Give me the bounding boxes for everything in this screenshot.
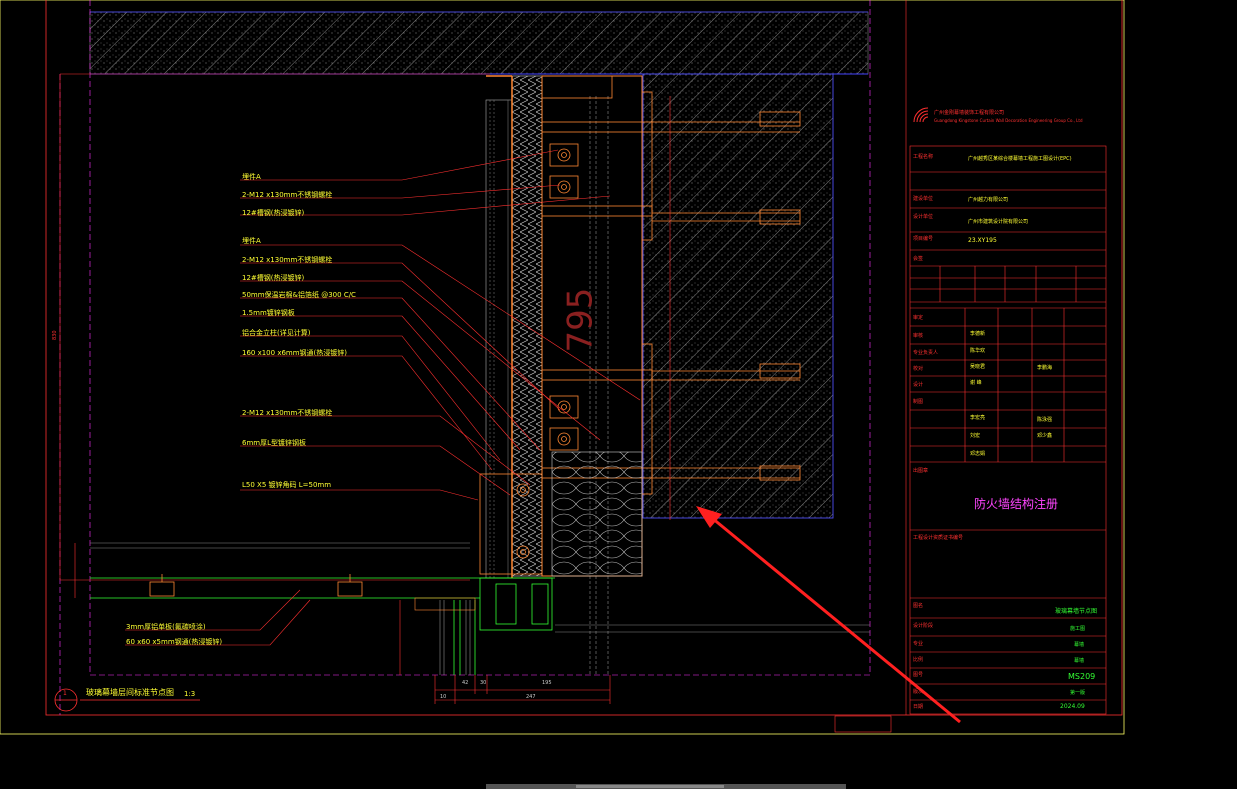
callout-label: 60 x60 x5mm钢通(热浸镀锌) — [126, 638, 223, 646]
version: 第一版 — [1070, 690, 1086, 696]
dim-42: 42 — [462, 680, 469, 686]
dim-195: 195 — [542, 680, 552, 686]
callout-label: 埋件A — [242, 173, 261, 181]
approval-label: 会签 — [913, 256, 924, 262]
scale-label: 比例 — [913, 657, 924, 663]
client-label: 建设单位 — [913, 196, 934, 202]
callout-label: 50mm保温岩棉&铝箔纸 @300 C/C — [242, 291, 356, 299]
project-no: 23.XY195 — [968, 237, 997, 244]
cert-label: 工程设计资质证书编号 — [913, 535, 964, 541]
sheet-border — [0, 0, 1125, 735]
designer-label: 设计单位 — [913, 214, 934, 220]
signer-name: 吴晓君 — [970, 364, 986, 370]
sign-row-label: 制图 — [913, 399, 924, 405]
upper-brackets — [541, 91, 801, 241]
top-slab — [89, 11, 869, 75]
drawing-name: 玻璃幕墙节点图 — [1055, 608, 1098, 615]
callout-label: 6mm厚L型镀锌钢板 — [242, 439, 306, 447]
discipline-label: 专业 — [913, 641, 924, 647]
side-dimensions — [74, 96, 671, 675]
sign-row-label: 设计 — [913, 382, 924, 388]
callout-label: 2-M12 x130mm不锈钢螺栓 — [242, 409, 333, 417]
project-no-label: 项目编号 — [913, 236, 934, 242]
dimension-795: 795 — [560, 287, 601, 353]
client: 广州越力有限公司 — [968, 197, 1009, 203]
rockwool — [551, 451, 643, 577]
stamp-text: 防火墙结构注册 — [974, 497, 1059, 511]
scale: 幕墙 — [1074, 658, 1085, 664]
sign-row-label: 专业负责人 — [913, 350, 939, 356]
callout-label: 3mm厚铝单板(氟碳喷涂) — [126, 623, 206, 631]
glass-bottom — [439, 600, 471, 675]
designer: 广州市建筑设计院有限公司 — [968, 219, 1029, 225]
signer-name: 李德新 — [970, 331, 986, 337]
sign-row-label: 校对 — [913, 366, 924, 372]
left-dim-text: 830 — [52, 330, 58, 340]
mullion-zone — [485, 75, 609, 675]
drawing-name-label: 图名 — [913, 603, 924, 609]
left-dimension — [59, 73, 490, 581]
project-name-label: 工程名称 — [913, 154, 934, 160]
stage-label: 设计阶段 — [913, 623, 934, 629]
scrollbar-thumb[interactable] — [576, 785, 724, 788]
company-logo — [913, 107, 929, 123]
signer-name: 刘宏 — [970, 433, 981, 439]
leader-lines — [125, 149, 641, 646]
dim-247: 247 — [526, 694, 536, 700]
hangers — [149, 574, 363, 597]
lower-mullion-brackets — [479, 473, 543, 575]
callout-label: 埋件A — [242, 237, 261, 245]
dim-10: 10 — [440, 694, 447, 700]
concrete-column — [642, 73, 834, 519]
detail-number: 1 — [63, 690, 67, 697]
callout-label: L50 X5 镀锌角码 L=50mm — [242, 481, 332, 489]
lower-bolts — [549, 395, 579, 451]
sign-row-label: 审定 — [913, 315, 924, 321]
callout-label: 160 x100 x6mm钢通(热浸镀锌) — [242, 349, 348, 357]
signer-name: 李宏亮 — [970, 415, 986, 421]
company-name-en: Guangdong Kingstone Curtain Wall Decorat… — [934, 118, 1083, 123]
upper-bolts — [549, 143, 579, 199]
checker-name: 陈泳强 — [1037, 417, 1053, 423]
detail-title: 玻璃幕墙层间标准节点图 — [86, 688, 174, 697]
checker-name: 邓少鑫 — [1037, 433, 1053, 439]
date: 2024.09 — [1060, 703, 1085, 710]
annotation-arrow — [696, 506, 961, 724]
detail-bubble — [54, 688, 200, 712]
callout-label: 12#槽钢(热浸镀锌) — [242, 209, 305, 217]
callout-label: 铝合金立柱(详见计算) — [242, 329, 311, 337]
small-box — [834, 715, 892, 733]
signer-name: 谢 峰 — [970, 380, 982, 386]
date-label: 日期 — [913, 704, 924, 710]
signer-name: 陈华欢 — [970, 348, 986, 354]
callout-label: 2-M12 x130mm不锈钢螺栓 — [242, 256, 333, 264]
detail-scale: 1:3 — [184, 690, 196, 698]
drawing-no-label: 图号 — [913, 672, 924, 678]
callout-label: 1.5mm镀锌钢板 — [242, 309, 295, 317]
drawing-no: MS209 — [1068, 672, 1096, 681]
callout-label: 12#槽钢(热浸镀锌) — [242, 274, 305, 282]
signer-name: 邓志娟 — [970, 451, 986, 457]
checker-name: 李鹏海 — [1037, 365, 1053, 371]
project-name: 广州越秀区某综合楼幕墙工程施工图设计(EPC) — [968, 156, 1072, 162]
sign-row-label: 审核 — [913, 333, 924, 339]
ceiling-panel — [90, 542, 870, 633]
stamp-label: 出图章 — [913, 468, 929, 474]
bottom-dimensions — [434, 675, 611, 704]
inner-frame — [45, 0, 1123, 716]
version-label: 版次 — [913, 689, 924, 695]
title-block-frame — [905, 0, 1107, 715]
dim-30: 30 — [480, 680, 487, 686]
discipline: 幕墙 — [1074, 642, 1085, 648]
callout-label: 2-M12 x130mm不锈钢螺栓 — [242, 191, 333, 199]
stage: 施工图 — [1070, 626, 1086, 632]
company-name-cn: 广州金刚幕墙装饰工程有限公司 — [934, 110, 1005, 116]
